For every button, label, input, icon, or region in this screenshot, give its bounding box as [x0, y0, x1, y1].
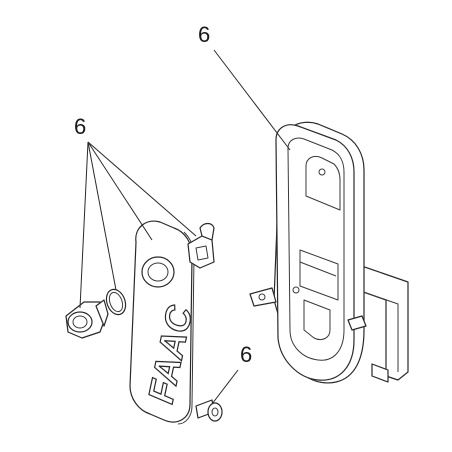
callout-left: 6: [74, 114, 86, 139]
leader-lines: [79, 49, 291, 405]
callout-top-right: 6: [198, 22, 210, 47]
o-ring: [105, 288, 127, 316]
screw: [195, 399, 223, 422]
cover-plate: FAAC: [129, 220, 201, 425]
callout-bottom-right: 6: [240, 342, 252, 367]
mounting-bracket: [249, 121, 409, 384]
lens-clip: [187, 222, 215, 269]
lens-cap: [65, 299, 109, 339]
